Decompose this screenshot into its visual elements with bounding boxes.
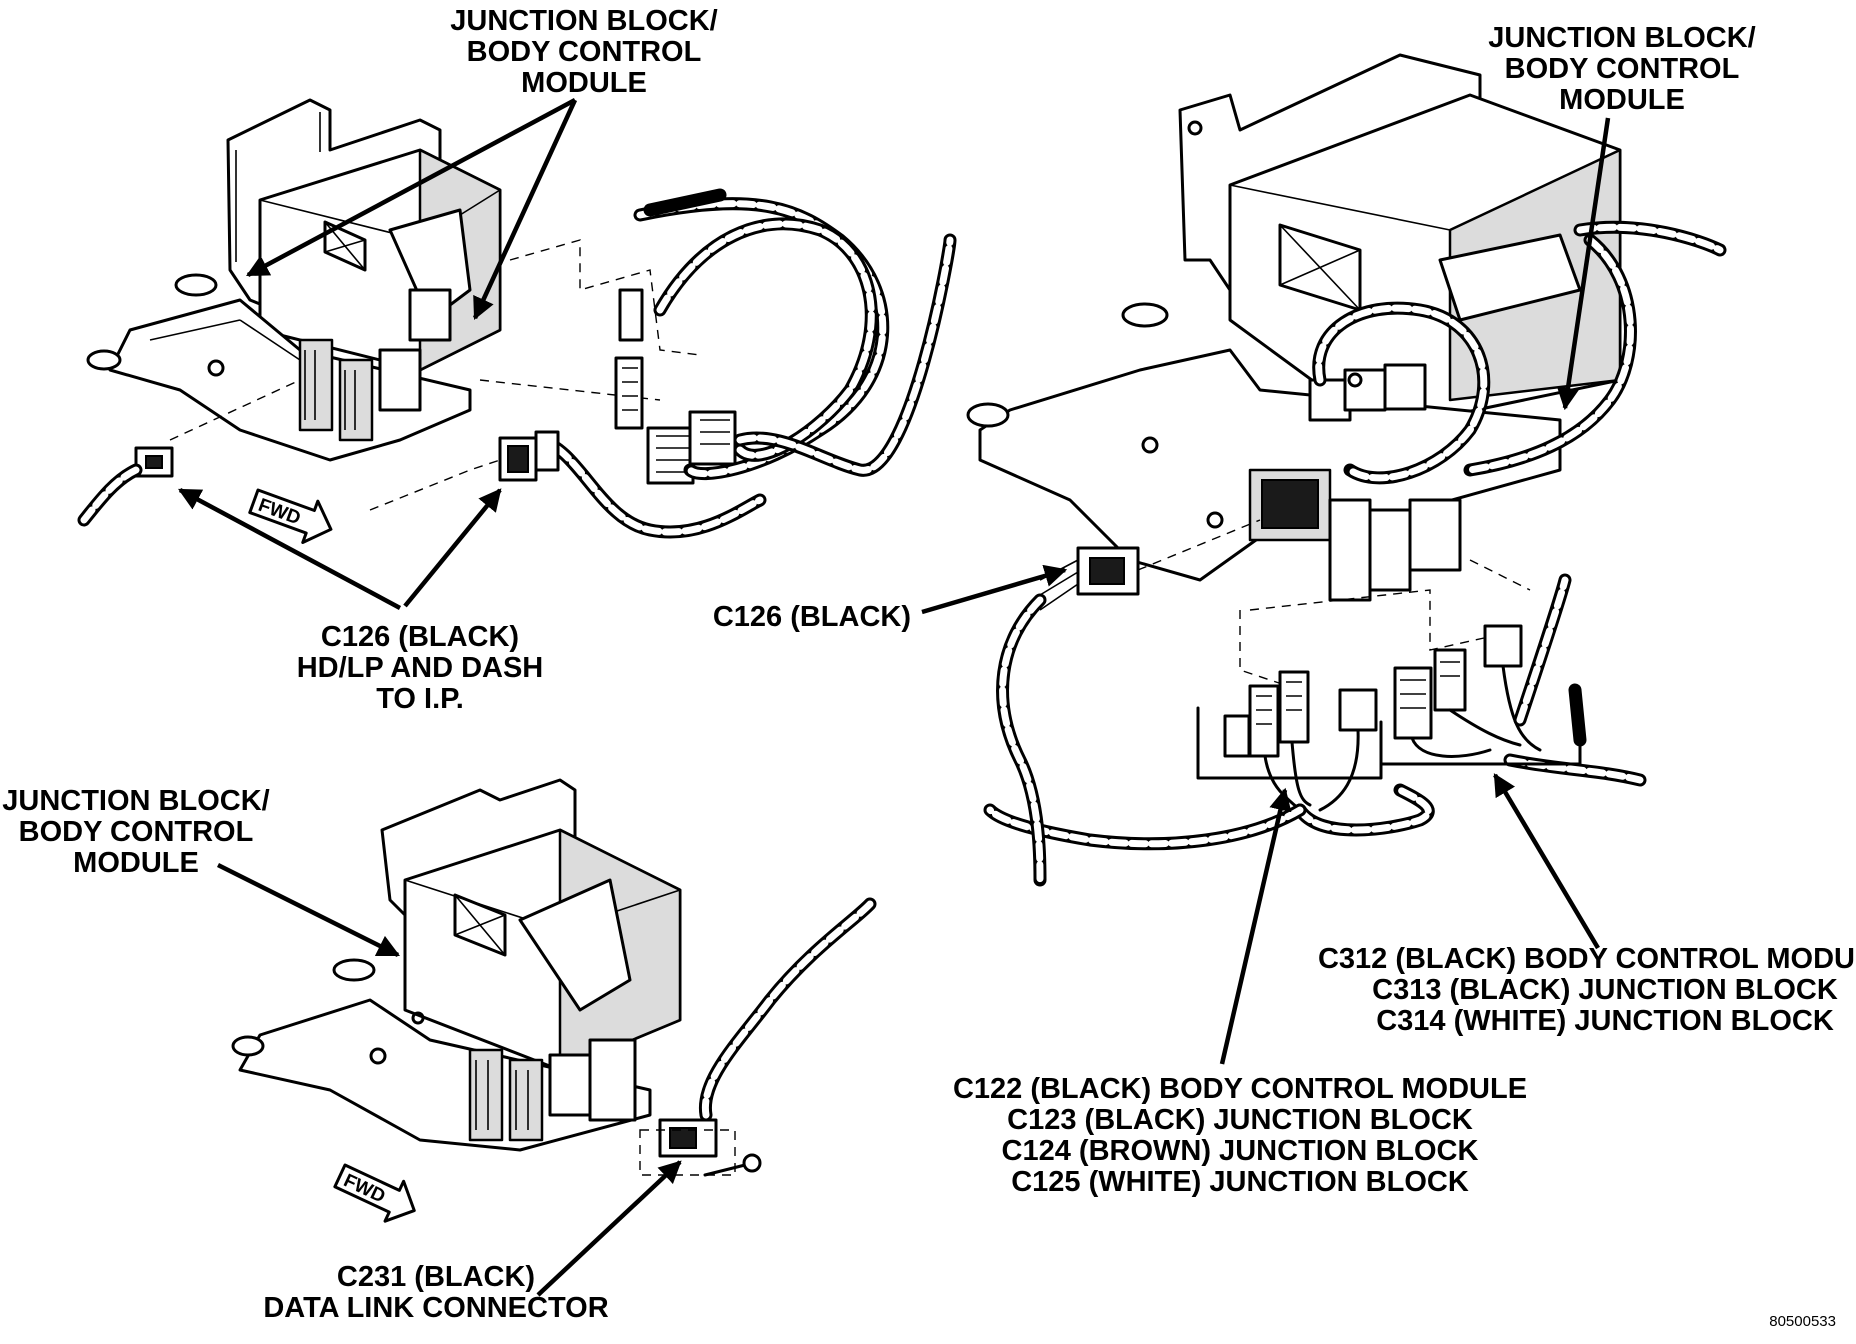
fwd-arrow-icon: FWD — [333, 1163, 416, 1223]
bottom-left-assembly: FWD — [231, 778, 877, 1223]
label-line: C123 (BLACK) JUNCTION BLOCK — [1007, 1104, 1473, 1136]
arrow-icon — [1219, 787, 1292, 1065]
arrow-icon — [403, 488, 502, 608]
arrow-icon — [178, 488, 402, 610]
arrow-icon — [246, 98, 577, 277]
label-line: C312 (BLACK) BODY CONTROL MODULE — [1318, 943, 1856, 975]
top-left-c126-label: C126 (BLACK) HD/LP AND DASH TO I.P. — [297, 621, 544, 715]
right-module-label: JUNCTION BLOCK/ BODY CONTROL MODULE — [1488, 22, 1755, 116]
label-line: BODY CONTROL — [467, 36, 702, 68]
label-line: BODY CONTROL — [1505, 53, 1740, 85]
label-line: JUNCTION BLOCK/ — [1488, 22, 1755, 54]
label-line: DATA LINK CONNECTOR — [263, 1292, 608, 1324]
label-line: C126 (BLACK) — [321, 621, 519, 653]
label-line: JUNCTION BLOCK/ — [2, 785, 269, 817]
label-line: HD/LP AND DASH — [297, 652, 544, 684]
label-line: C124 (BROWN) JUNCTION BLOCK — [1002, 1135, 1479, 1167]
arrow-icon — [921, 564, 1068, 615]
right-c126-label: C126 (BLACK) — [713, 601, 911, 633]
label-line: C122 (BLACK) BODY CONTROL MODULE — [953, 1073, 1527, 1105]
label-line: C313 (BLACK) JUNCTION BLOCK — [1372, 974, 1838, 1006]
right-c122-group-label: C122 (BLACK) BODY CONTROL MODULE C123 (B… — [953, 1073, 1527, 1198]
right-assembly — [966, 53, 1727, 887]
bottom-left-c231-label: C231 (BLACK) DATA LINK CONNECTOR — [263, 1261, 608, 1324]
arrow-icon — [536, 1160, 682, 1297]
label-line: C314 (WHITE) JUNCTION BLOCK — [1376, 1005, 1834, 1037]
label-line: C231 (BLACK) — [337, 1261, 535, 1293]
leader-lines — [178, 98, 1611, 1297]
label-line: MODULE — [521, 67, 647, 99]
figure-id: 80500533 — [1769, 1313, 1836, 1330]
label-line: JUNCTION BLOCK/ — [450, 5, 717, 37]
arrow-icon — [1493, 773, 1600, 950]
right-c312-group-label: C312 (BLACK) BODY CONTROL MODULE C313 (B… — [1318, 943, 1856, 1037]
label-line: TO I.P. — [376, 683, 464, 715]
fwd-arrow-icon: FWD — [248, 488, 333, 544]
label-line: BODY CONTROL — [19, 816, 254, 848]
arrow-icon — [1556, 117, 1611, 411]
top-left-assembly: FWD — [77, 98, 957, 544]
arrow-icon — [216, 862, 401, 958]
label-line: C125 (WHITE) JUNCTION BLOCK — [1011, 1166, 1469, 1198]
top-left-module-label: JUNCTION BLOCK/ BODY CONTROL MODULE — [450, 5, 717, 99]
arrow-icon — [472, 99, 578, 321]
bottom-left-module-label: JUNCTION BLOCK/ BODY CONTROL MODULE — [2, 785, 269, 879]
label-line: MODULE — [73, 847, 199, 879]
label-line: MODULE — [1559, 84, 1685, 116]
